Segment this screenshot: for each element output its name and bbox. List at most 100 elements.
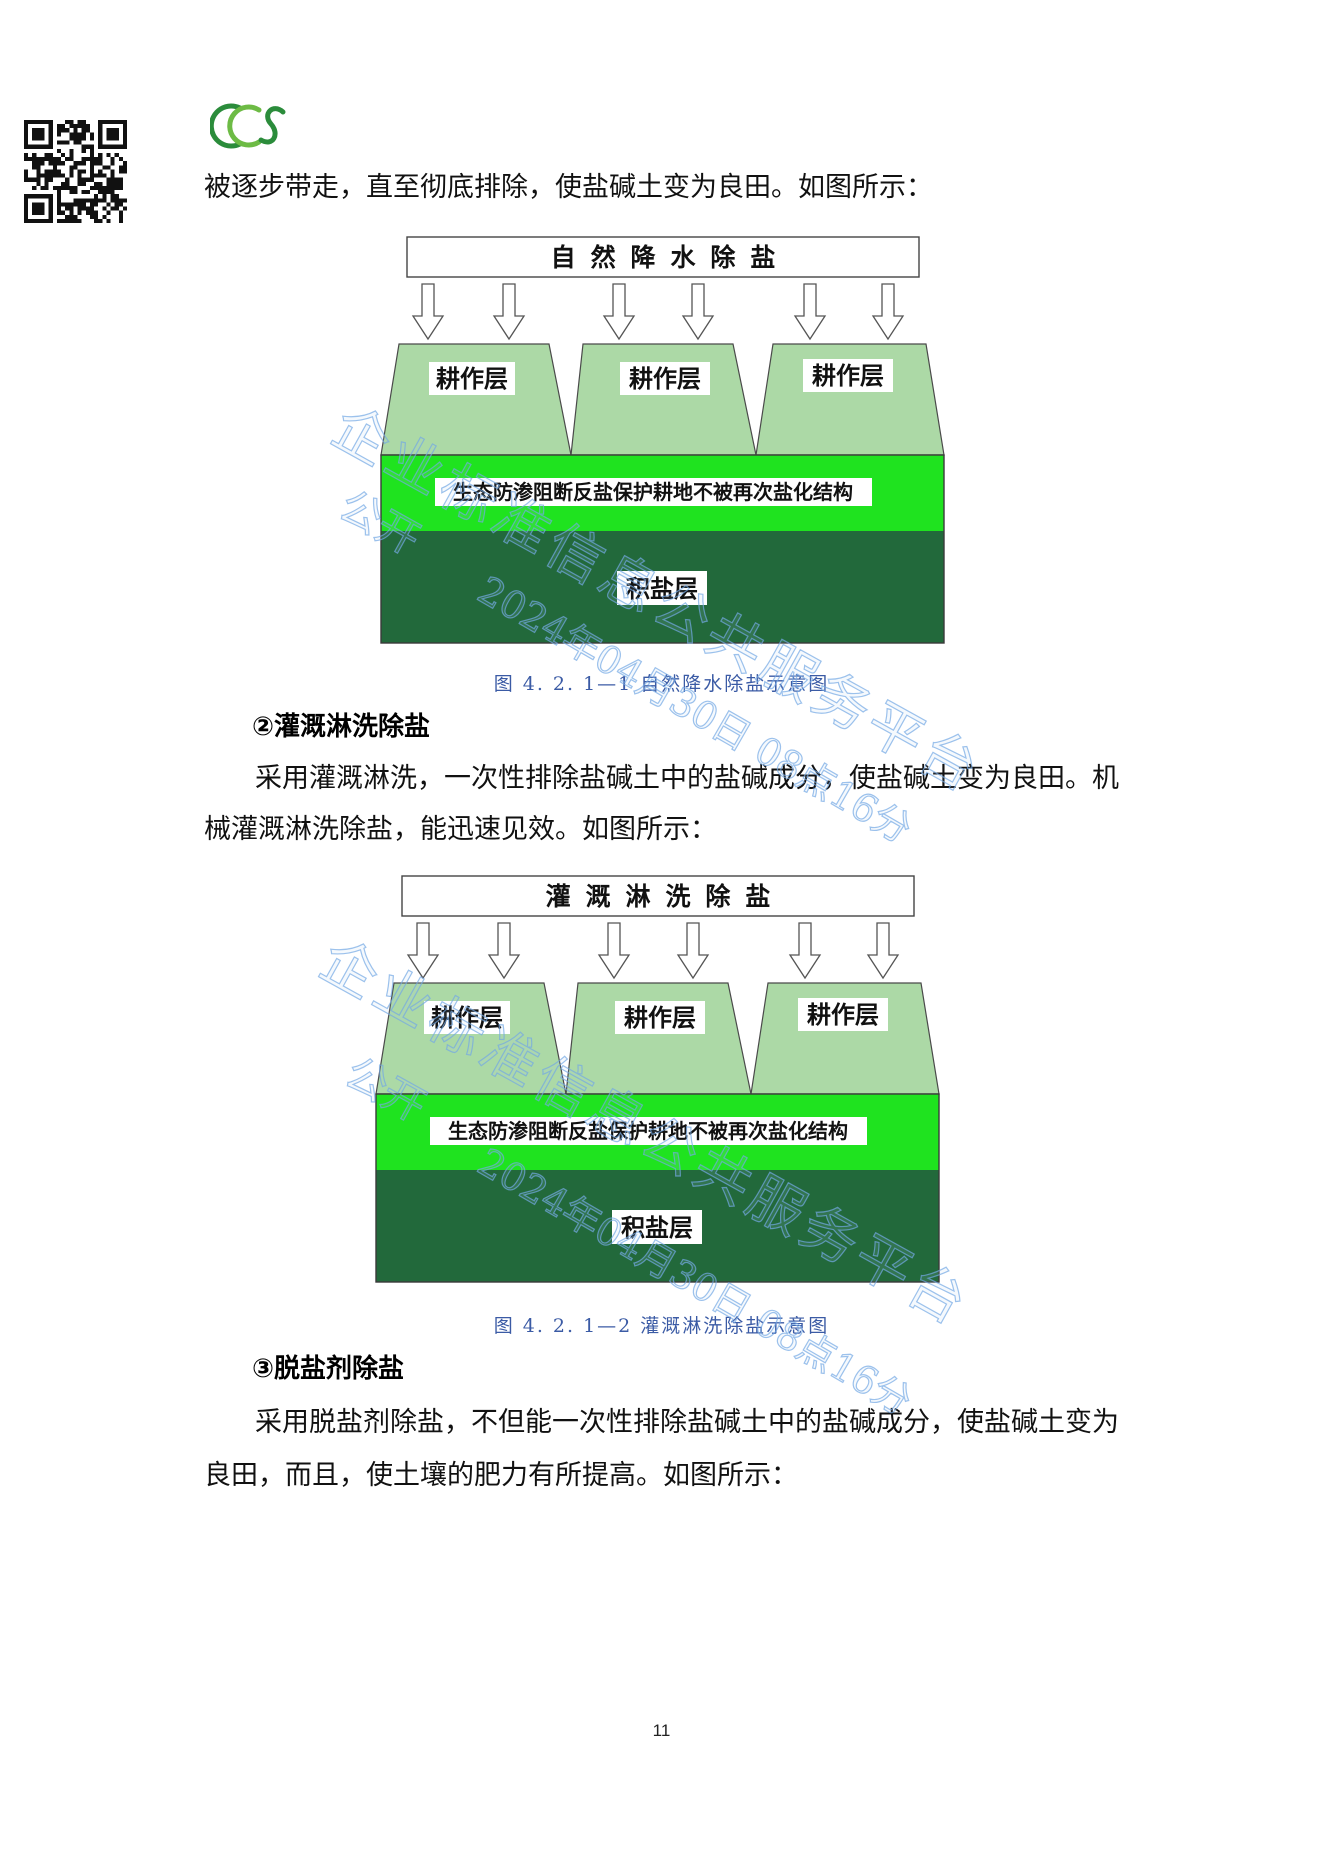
qr-module (44, 177, 49, 182)
qr-module (102, 206, 107, 211)
qr-module (61, 210, 66, 215)
figure-header-box (406, 236, 920, 278)
qr-module (65, 202, 70, 207)
qr-module (118, 214, 123, 219)
qr-module (32, 165, 37, 170)
qr-module (98, 190, 103, 195)
qr-module (89, 185, 95, 191)
qr-module (89, 214, 95, 219)
qr-module (106, 152, 111, 158)
down-arrow-icon (602, 283, 636, 341)
qr-module (110, 190, 115, 195)
layers-frame (380, 454, 945, 644)
qr-module (122, 165, 127, 170)
qr-module (56, 157, 62, 162)
qr-module (114, 185, 119, 191)
qr-module (73, 136, 78, 141)
qr-module (89, 169, 95, 174)
qr-module (89, 157, 95, 162)
qr-module (69, 210, 74, 215)
qr-module (56, 132, 62, 137)
qr-module (81, 144, 86, 149)
qr-module (73, 190, 78, 195)
qr-module (89, 144, 95, 149)
qr-module (36, 157, 41, 162)
section-2-line-2: 械灌溉淋洗除盐，能迅速见效。如图所示： (204, 814, 717, 845)
qr-module (77, 177, 82, 182)
qr-module (61, 140, 66, 145)
qr-module (77, 136, 82, 141)
qr-module (48, 169, 53, 174)
section-2-heading: ②灌溉淋洗除盐 (252, 712, 431, 742)
qr-module (69, 136, 74, 141)
qr-module (77, 169, 82, 174)
tillage-label: 耕作层 (812, 363, 884, 390)
qr-module (94, 181, 99, 186)
qr-module (56, 140, 62, 145)
qr-module (73, 132, 78, 137)
qr-module (77, 198, 82, 203)
figure-header-box (401, 875, 915, 917)
figure-header-text: 自 然 降 水 除 盐 (551, 243, 780, 272)
qr-module (118, 202, 123, 207)
qr-module (65, 120, 70, 125)
down-arrow-icon (788, 922, 822, 980)
qr-module (24, 169, 29, 174)
qr-module (69, 157, 74, 162)
qr-module (32, 185, 37, 191)
qr-module (36, 181, 41, 186)
tillage-layer-block (570, 343, 757, 456)
qr-module (81, 157, 86, 162)
barrier-label-box (430, 1117, 867, 1145)
qr-module (77, 173, 82, 178)
qr-module (122, 198, 127, 203)
qr-module (32, 152, 37, 158)
qr-module (98, 218, 103, 223)
qr-module (81, 148, 86, 153)
qr-module (110, 157, 115, 162)
qr-module (89, 148, 95, 153)
tillage-label-box (615, 1001, 705, 1034)
qr-module (118, 165, 123, 170)
qr-module (56, 218, 62, 223)
salt-layer-label-box (612, 1210, 702, 1244)
logo-c1-shape (210, 103, 243, 149)
qr-module (56, 198, 62, 203)
qr-module (77, 202, 82, 207)
qr-module (94, 185, 99, 191)
qr-module (73, 140, 78, 145)
salt-layer-label: 积盐层 (621, 1215, 693, 1242)
qr-module (94, 198, 99, 203)
salt-layer-label: 积盐层 (626, 576, 698, 603)
qr-module (77, 140, 82, 145)
tillage-label: 耕作层 (436, 366, 508, 393)
qr-module (24, 177, 29, 182)
qr-module (85, 128, 90, 133)
qr-module (106, 177, 111, 182)
qr-module (81, 132, 86, 137)
qr-module (89, 202, 95, 207)
figure-2-diagram: 灌 溉 淋 洗 除 盐耕作层耕作层耕作层生态防渗阻断反盐保护耕地不被再次盐化结构… (375, 875, 940, 1283)
qr-module (61, 181, 66, 186)
qr-module (73, 202, 78, 207)
tillage-label-box (798, 998, 888, 1031)
qr-module (77, 120, 82, 125)
qr-module (69, 218, 74, 223)
qr-module (81, 177, 86, 182)
qr-module (118, 157, 123, 162)
qr-module (44, 185, 49, 191)
qr-module (81, 161, 86, 166)
qr-module (48, 161, 53, 166)
qr-module (65, 128, 70, 133)
down-arrow-icon (597, 922, 631, 980)
qr-module (77, 181, 82, 186)
qr-module (65, 218, 70, 223)
qr-module (56, 210, 62, 215)
qr-module (89, 198, 95, 203)
qr-module (77, 210, 82, 215)
qr-finder-core (106, 128, 119, 141)
qr-module (102, 190, 107, 195)
qr-module (81, 169, 86, 174)
qr-module (69, 190, 74, 195)
qr-module (65, 157, 70, 162)
